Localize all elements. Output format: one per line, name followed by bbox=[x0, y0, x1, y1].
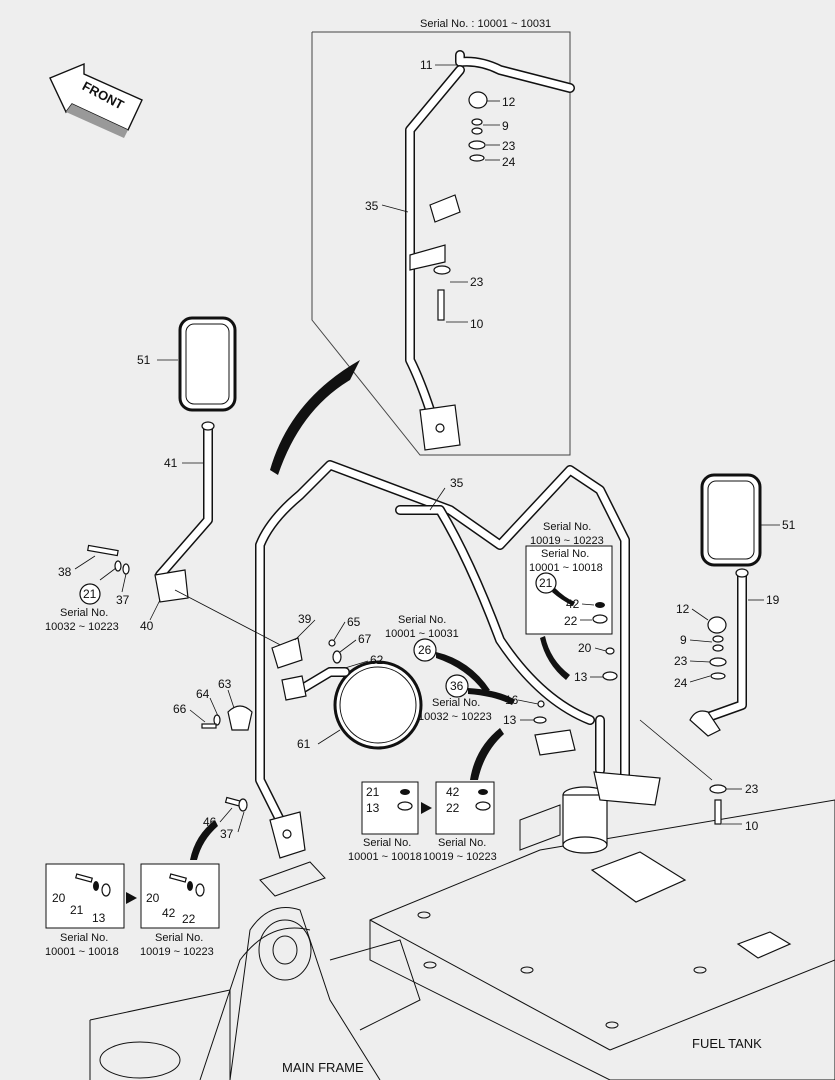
rbox-callout-22: 22 bbox=[564, 614, 578, 628]
left-callout-37: 37 bbox=[116, 593, 130, 607]
inset-callout-23a: 23 bbox=[502, 139, 516, 153]
right-callout-23a: 23 bbox=[674, 654, 688, 668]
mbl-callout-13: 13 bbox=[366, 801, 380, 815]
right-callout-10: 10 bbox=[745, 819, 759, 833]
bbr-serial-a: Serial No. bbox=[155, 932, 203, 944]
rbox-outer-b: 10019 ~ 10223 bbox=[530, 535, 604, 547]
front-arrow: FRONT bbox=[49, 62, 143, 138]
right-callout-9: 9 bbox=[680, 633, 687, 647]
inset-callout-9: 9 bbox=[502, 119, 509, 133]
inset-callout-10: 10 bbox=[470, 317, 484, 331]
frame-callout-66: 66 bbox=[173, 702, 187, 716]
left-serial-b: 10032 ~ 10223 bbox=[45, 621, 119, 633]
inset-callout-24: 24 bbox=[502, 155, 516, 169]
mid-callout-16: 16 bbox=[505, 693, 519, 707]
right-callout-19: 19 bbox=[766, 593, 780, 607]
mbr-serial-b: 10019 ~ 10223 bbox=[423, 851, 497, 863]
frame-callout-63: 63 bbox=[218, 677, 232, 691]
frame-callout-37: 37 bbox=[220, 827, 234, 841]
mid-circle-26 bbox=[413, 638, 437, 662]
right-callout-13: 13 bbox=[574, 670, 588, 684]
bbr-callout-42: 42 bbox=[162, 906, 176, 920]
frame-callout-64: 64 bbox=[196, 687, 210, 701]
mid-callout-26: 26 bbox=[418, 643, 432, 657]
mid-serial-top-b: 10001 ~ 10031 bbox=[385, 628, 459, 640]
rbox-inner-b: 10001 ~ 10018 bbox=[529, 562, 603, 574]
mid-callout-36: 36 bbox=[450, 679, 464, 693]
frame-callout-61: 61 bbox=[297, 737, 311, 751]
frame-callout-62: 62 bbox=[370, 653, 384, 667]
right-callout-51: 51 bbox=[782, 518, 796, 532]
mbr-callout-22: 22 bbox=[446, 801, 460, 815]
bbl-serial-b: 10001 ~ 10018 bbox=[45, 946, 119, 958]
left-serial-a: Serial No. bbox=[60, 607, 108, 619]
mid-serial-bot-a: Serial No. bbox=[432, 697, 480, 709]
frame-callout-35: 35 bbox=[450, 476, 464, 490]
mirror-frame-35: 35 bbox=[255, 460, 661, 859]
bottom-serial-boxes: 20 21 13 Serial No. 10001 ~ 10018 20 42 … bbox=[45, 820, 220, 958]
bbr-callout-20: 20 bbox=[146, 891, 160, 905]
left-callout-41: 41 bbox=[164, 456, 178, 470]
left-callout-40: 40 bbox=[140, 619, 154, 633]
frame-callout-65: 65 bbox=[347, 615, 361, 629]
fuel-tank-label: FUEL TANK bbox=[692, 1036, 762, 1051]
rbox-inner-a: Serial No. bbox=[541, 548, 589, 560]
bbl-serial-a: Serial No. bbox=[60, 932, 108, 944]
round-mirror-assembly: 39 65 67 62 64 63 66 61 46 37 bbox=[173, 612, 423, 841]
inset-callout-35: 35 bbox=[365, 199, 379, 213]
right-callout-12: 12 bbox=[676, 602, 690, 616]
bbl-callout-13: 13 bbox=[92, 911, 106, 925]
mid-serial-boxes: 21 13 Serial No. 10001 ~ 10018 42 22 Ser… bbox=[348, 781, 497, 863]
right-callout-24: 24 bbox=[674, 676, 688, 690]
inset-callout-12: 12 bbox=[502, 95, 516, 109]
left-mirror-assembly: 51 41 38 21 37 40 Serial No. 10032 ~ 102… bbox=[45, 316, 291, 651]
mbr-serial-a: Serial No. bbox=[438, 837, 486, 849]
rbox-outer-a: Serial No. bbox=[543, 521, 591, 533]
mbl-callout-21: 21 bbox=[366, 785, 380, 799]
bbl-callout-20: 20 bbox=[52, 891, 66, 905]
inset-callout-11: 11 bbox=[420, 58, 433, 72]
left-callout-38: 38 bbox=[58, 565, 72, 579]
left-callout-51: 51 bbox=[137, 353, 151, 367]
frame-callout-39: 39 bbox=[298, 612, 312, 626]
right-callout-23b: 23 bbox=[745, 782, 759, 796]
mid-serial-bot-b: 10032 ~ 10223 bbox=[418, 711, 492, 723]
mbl-serial-a: Serial No. bbox=[363, 837, 411, 849]
rbox-circle-21 bbox=[535, 572, 557, 594]
rbox-callout-42: 42 bbox=[566, 597, 580, 611]
inset-detail: Serial No. : 10001 ~ 10031 11 12 9 23 24… bbox=[270, 18, 575, 475]
main-frame-label: MAIN FRAME bbox=[282, 1060, 364, 1075]
mid-serial-top-a: Serial No. bbox=[398, 614, 446, 626]
left-callout-21: 21 bbox=[83, 587, 97, 601]
bbr-serial-b: 10019 ~ 10223 bbox=[140, 946, 214, 958]
right-serial-box: Serial No. 10019 ~ 10223 Serial No. 1000… bbox=[525, 521, 613, 680]
right-callout-20: 20 bbox=[578, 641, 592, 655]
machine-background bbox=[89, 786, 835, 1080]
right-mirror-assembly: 51 19 12 9 23 24 20 13 23 10 bbox=[574, 473, 796, 833]
mbl-serial-b: 10001 ~ 10018 bbox=[348, 851, 422, 863]
bbr-callout-22: 22 bbox=[182, 912, 196, 926]
rbox-callout-21: 21 bbox=[539, 576, 553, 590]
left-circle-21 bbox=[79, 583, 101, 605]
frame-callout-67: 67 bbox=[358, 632, 372, 646]
mbr-callout-42: 42 bbox=[446, 785, 460, 799]
mid-callout-13: 13 bbox=[503, 713, 517, 727]
inset-serial: Serial No. : 10001 ~ 10031 bbox=[420, 18, 551, 30]
bbl-callout-21: 21 bbox=[70, 903, 84, 917]
mid-bracket-callouts: Serial No. 10001 ~ 10031 26 36 16 13 Ser… bbox=[385, 614, 547, 780]
mid-circle-36 bbox=[445, 674, 469, 698]
inset-callout-23b: 23 bbox=[470, 275, 484, 289]
